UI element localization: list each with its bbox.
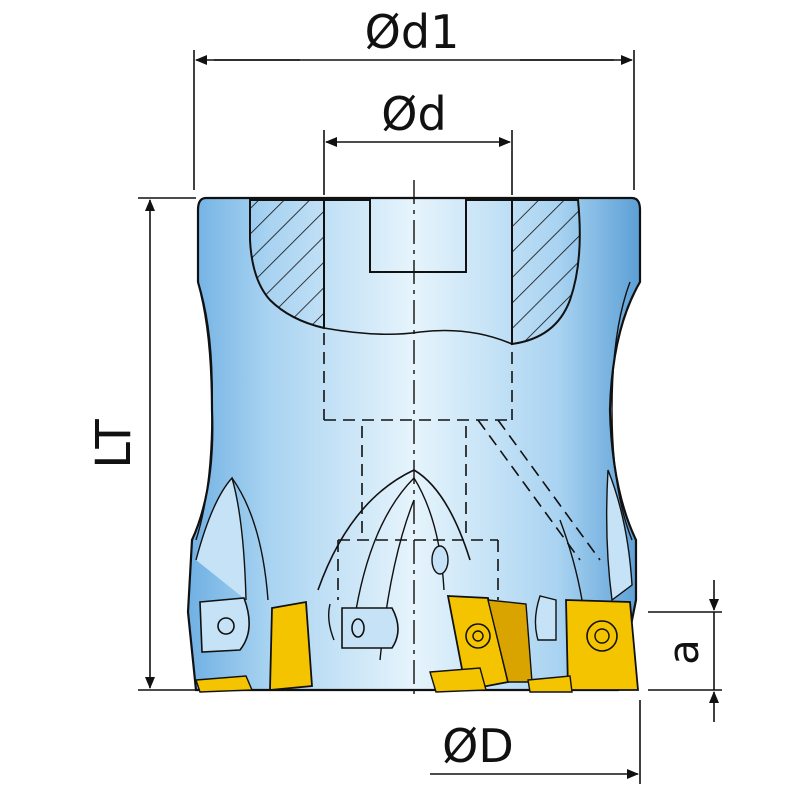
torx-screw-icon xyxy=(586,620,618,652)
torx-screw-icon xyxy=(465,623,491,649)
hatched-section xyxy=(249,199,581,346)
dimension-label-d: Ød xyxy=(381,87,446,141)
front-flutes xyxy=(317,469,471,661)
indexable-inserts xyxy=(195,595,639,693)
dimension-label-lt: LT xyxy=(86,419,142,469)
dimension-lines xyxy=(138,50,722,784)
center-bore xyxy=(323,180,601,700)
dimension-label-a: a xyxy=(659,639,708,665)
dimension-label-D: ØD xyxy=(442,719,514,773)
dimension-label-d1: Ød1 xyxy=(365,5,460,59)
